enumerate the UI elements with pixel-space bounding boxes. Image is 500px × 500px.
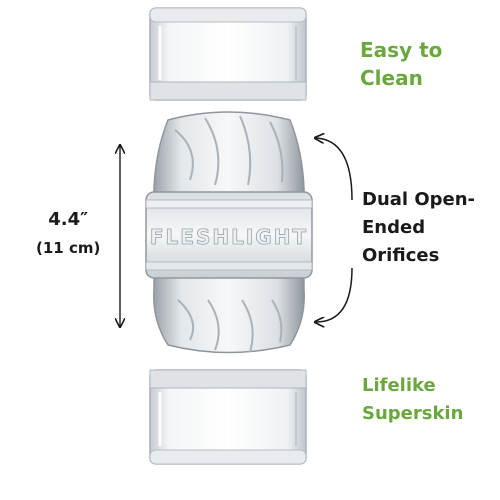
callout-lifelike-line-2: Superskin xyxy=(362,403,464,424)
callout-dual-line-1: Dual Open- xyxy=(362,189,476,210)
main-sleeve: FLESHLIGHT xyxy=(145,111,313,354)
callout-easy-line-2: Clean xyxy=(360,66,423,90)
embossed-brand: FLESHLIGHT xyxy=(150,225,308,249)
dimension-value: 4.4″ xyxy=(48,209,89,230)
curved-arrow-bottom xyxy=(316,267,353,322)
dimension-metric: (11 cm) xyxy=(36,239,101,257)
bottom-cap xyxy=(149,369,307,465)
callout-dual-orifices: Dual Open- Ended Orifices xyxy=(362,186,475,270)
callout-easy-to-clean: Easy to Clean xyxy=(360,36,442,92)
curved-arrow-top xyxy=(316,138,353,201)
callout-easy-line-1: Easy to xyxy=(360,38,443,62)
callout-dual-line-3: Orifices xyxy=(362,245,440,266)
callout-lifelike-superskin: Lifelike Superskin xyxy=(362,372,463,428)
dimension-label: 4.4″ (11 cm) xyxy=(36,206,100,262)
top-cap xyxy=(149,7,307,101)
callout-dual-line-2: Ended xyxy=(362,217,426,238)
callout-lifelike-line-1: Lifelike xyxy=(362,375,436,396)
